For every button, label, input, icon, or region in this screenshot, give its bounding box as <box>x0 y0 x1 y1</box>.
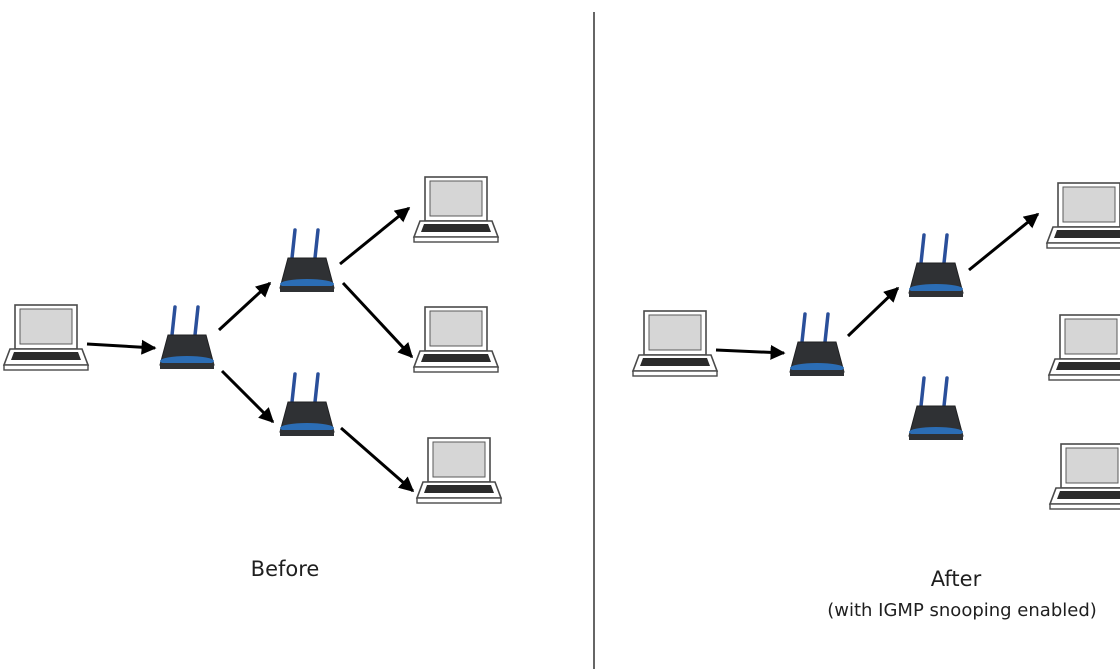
arrow-icon <box>340 426 415 493</box>
router-icon <box>907 376 965 442</box>
destination-laptop-icon <box>413 176 499 243</box>
destination-laptop-icon <box>1046 182 1120 249</box>
destination-laptop-icon <box>1049 443 1120 510</box>
router-icon <box>158 305 216 371</box>
arrow-icon <box>968 212 1040 272</box>
arrow-icon <box>220 369 275 424</box>
arrow-icon <box>217 281 272 332</box>
router-icon <box>278 228 336 294</box>
destination-laptop-icon <box>416 437 502 504</box>
after-subcaption: (with IGMP snooping enabled) <box>827 600 1097 621</box>
arrow-icon <box>715 344 786 360</box>
arrow-icon <box>341 281 414 359</box>
after-panel: After (with IGMP snooping enabled) <box>632 182 1120 621</box>
after-caption: After <box>931 567 982 591</box>
router-icon <box>278 372 336 438</box>
destination-laptop-icon <box>413 306 499 373</box>
arrow-icon <box>846 286 900 338</box>
arrow-icon <box>339 206 411 266</box>
before-caption: Before <box>251 557 320 581</box>
arrow-icon <box>86 339 157 355</box>
destination-laptop-icon <box>1048 314 1120 381</box>
source-laptop-icon <box>632 310 718 377</box>
source-laptop-icon <box>3 304 89 371</box>
router-icon <box>907 233 965 299</box>
router-icon <box>788 312 846 378</box>
before-panel: Before <box>3 176 502 581</box>
